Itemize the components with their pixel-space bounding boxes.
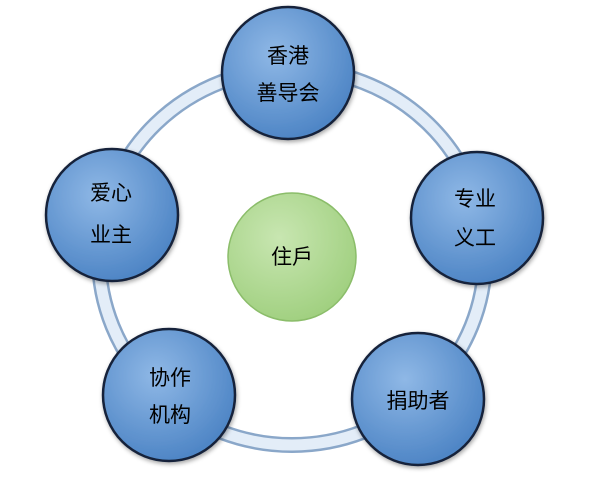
center-node-label: 住戶: [271, 245, 313, 269]
node-partner-organizations-line-1: 协作: [149, 366, 191, 390]
node-hk-counselling-line-1: 香港: [267, 44, 309, 68]
node-caring-owners-line-2: 业主: [90, 223, 132, 247]
node-professional-volunteers-line-1: 专业: [454, 187, 496, 211]
node-caring-owners: 爱心 业主: [44, 147, 180, 283]
node-caring-owners-line-1: 爱心: [90, 181, 132, 205]
node-partner-organizations: 协作 机构: [101, 327, 237, 463]
node-donors: 捐助者: [350, 331, 486, 467]
node-hk-counselling-line-2: 善导会: [257, 81, 320, 105]
node-donors-line-1: 捐助者: [387, 389, 450, 413]
center-node: 住戶: [227, 192, 357, 322]
node-partner-organizations-line-2: 机构: [149, 403, 191, 427]
node-professional-volunteers-line-2: 义工: [454, 226, 496, 250]
node-professional-volunteers: 专业 义工: [409, 150, 545, 286]
node-hk-counselling: 香港 善导会: [220, 5, 356, 141]
